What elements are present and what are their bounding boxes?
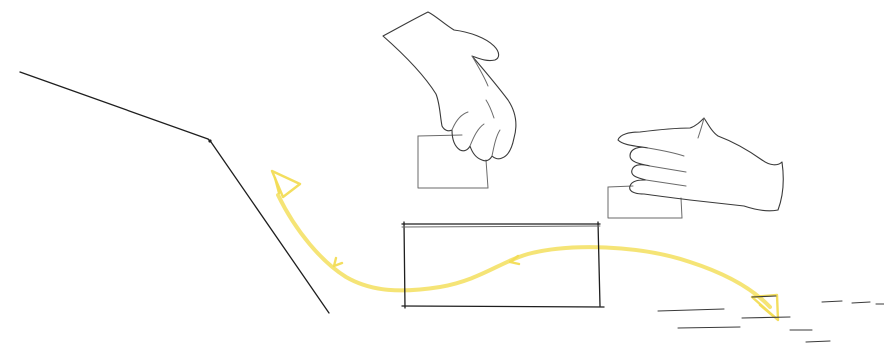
motion-path-arrow — [278, 195, 770, 307]
ground-dashes — [658, 296, 884, 342]
hand-pointing-left-icon — [618, 118, 783, 211]
small-rectangle-right — [608, 186, 682, 218]
small-rectangle-left — [418, 135, 488, 188]
hand-pointing-down-icon — [383, 12, 516, 161]
ramp-vertex — [208, 139, 211, 142]
ramp-line — [20, 72, 329, 313]
triangle-arrowhead-icon — [752, 295, 778, 320]
triangle-arrowhead-icon — [272, 171, 300, 197]
